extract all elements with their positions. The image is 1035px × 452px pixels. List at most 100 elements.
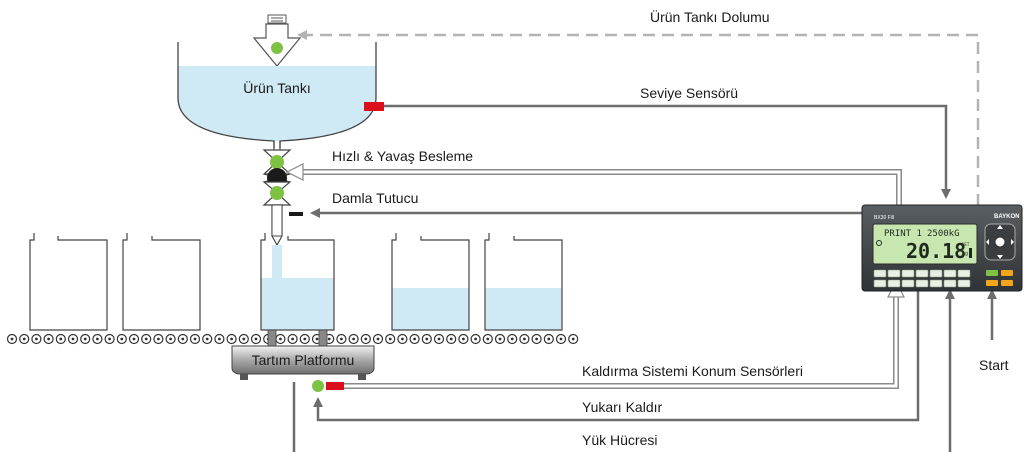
nav-down-icon[interactable] xyxy=(997,255,1003,259)
lcd-power-icon xyxy=(876,240,882,246)
tank-label: Ürün Tankı xyxy=(243,79,310,96)
lift-up-line xyxy=(313,290,920,422)
indicator-key[interactable] xyxy=(943,279,957,288)
conveyor-roller-axle xyxy=(230,337,234,341)
conveyor-roller-axle xyxy=(303,337,307,341)
conveyor-roller-axle xyxy=(132,337,136,341)
conveyor-roller-axle xyxy=(340,337,343,341)
conveyor-roller-axle xyxy=(571,337,575,341)
lift-up-label: Yukarı Kaldır xyxy=(582,399,662,415)
conveyor-roller-axle xyxy=(547,337,551,341)
weighing-platform: Tartım Platformu xyxy=(231,329,375,380)
conveyor-roller-axle xyxy=(352,337,355,341)
nav-up-icon[interactable] xyxy=(997,225,1003,229)
tank-fill-line xyxy=(297,30,980,206)
lcd-line1-left: PRINT 1 xyxy=(884,229,922,239)
nav-right-icon[interactable] xyxy=(1011,239,1014,245)
indicator-orange-key-3[interactable] xyxy=(1001,280,1013,286)
conveyor-roller-axle xyxy=(59,337,63,341)
level-sensor-label: Seviye Sensörü xyxy=(640,85,738,101)
conveyor-roller-axle xyxy=(437,337,441,341)
conveyor-roller-axle xyxy=(83,337,87,341)
product-tank-group: Ürün Tankı xyxy=(177,14,384,148)
conveyor-roller-axle xyxy=(47,337,50,341)
indicator-key[interactable] xyxy=(901,279,915,288)
indicator-key[interactable] xyxy=(957,269,971,278)
lift-sensor-green-icon xyxy=(312,380,324,392)
conveyor-roller-axle xyxy=(144,337,148,341)
nav-left-icon[interactable] xyxy=(986,239,989,245)
container-empty-1 xyxy=(29,233,108,331)
containers xyxy=(29,233,563,331)
container-filling xyxy=(260,233,335,331)
tank-inlet-arrow-icon xyxy=(252,14,302,67)
conveyor-roller-axle xyxy=(157,337,160,341)
lcd-line1-right: 2500kG xyxy=(927,229,960,239)
fast-slow-feed-line xyxy=(285,163,902,207)
conveyor-roller-axle xyxy=(315,337,319,341)
conveyor-roller-axle xyxy=(535,337,538,341)
conveyor-roller-axle xyxy=(22,337,26,341)
lcd-value: 20.18 xyxy=(906,239,966,263)
lift-sensors-label: Kaldırma Sistemi Konum Sensörleri xyxy=(582,363,803,379)
conveyor-roller-axle xyxy=(120,337,124,341)
drip-tray-body xyxy=(271,204,283,237)
conveyor-roller-axle xyxy=(10,337,14,341)
indicator-model: BX30 Fill xyxy=(874,215,894,221)
indicator-keypad[interactable] xyxy=(873,269,971,288)
indicator-key[interactable] xyxy=(873,279,887,288)
indicator-orange-key-1[interactable] xyxy=(1001,270,1013,276)
platform-label: Tartım Platformu xyxy=(252,352,355,368)
drip-catcher-icon xyxy=(289,212,303,216)
roller-conveyor xyxy=(6,333,579,345)
conveyor-roller-axle xyxy=(510,337,514,341)
weighing-indicator: BX30 Fill BAYKON PRINT 1 2500kG 20.18 kg… xyxy=(861,204,1023,292)
conveyor-roller-axle xyxy=(205,337,209,341)
indicator-key[interactable] xyxy=(901,269,915,278)
conveyor-roller-axle xyxy=(218,337,221,341)
indicator-key[interactable] xyxy=(929,279,943,288)
lower-valve-icon xyxy=(270,186,284,200)
fast-feed-valve-icon xyxy=(270,155,284,169)
fast-slow-feed-label: Hızlı & Yavaş Besleme xyxy=(332,148,473,164)
indicator-key[interactable] xyxy=(873,269,887,278)
level-sensor-line xyxy=(384,104,951,199)
conveyor-roller-axle xyxy=(401,337,404,341)
indicator-key[interactable] xyxy=(929,269,943,278)
container-full-2 xyxy=(484,233,563,331)
conveyor-roller-axle xyxy=(474,337,477,341)
container-full-1 xyxy=(391,233,470,331)
indicator-key[interactable] xyxy=(915,269,929,278)
drip-catcher-label: Damla Tutucu xyxy=(332,190,418,206)
conveyor-roller-axle xyxy=(449,337,453,341)
conveyor-roller-axle xyxy=(498,337,502,341)
start-label: Start xyxy=(979,357,1009,373)
indicator-key[interactable] xyxy=(915,279,929,288)
conveyor-roller-axle xyxy=(523,337,526,341)
indicator-navpad[interactable] xyxy=(984,223,1016,261)
indicator-orange-key-2[interactable] xyxy=(986,280,998,286)
conveyor-roller-axle xyxy=(35,337,38,341)
conveyor-roller-axle xyxy=(462,337,465,341)
indicator-brand: BAYKON xyxy=(994,214,1019,220)
lcd-unit: kg xyxy=(962,251,968,257)
conveyor-roller-axle xyxy=(71,337,75,341)
conveyor-roller-axle xyxy=(291,337,294,341)
indicator-key[interactable] xyxy=(887,279,901,288)
conveyor-roller-axle xyxy=(254,337,258,341)
conveyor-roller-axle xyxy=(193,337,197,341)
conveyor-roller-axle xyxy=(108,337,111,341)
conveyor-roller-axle xyxy=(388,337,392,341)
conveyor-roller-axle xyxy=(376,337,380,341)
indicator-green-key[interactable] xyxy=(986,270,998,276)
indicator-key[interactable] xyxy=(887,269,901,278)
lcd-bar-icon xyxy=(969,248,972,258)
tank-liquid xyxy=(178,66,376,141)
conveyor-roller-axle xyxy=(413,337,416,341)
filling-valve-group xyxy=(262,141,303,247)
conveyor-roller-axle xyxy=(559,337,563,341)
indicator-key[interactable] xyxy=(943,269,957,278)
load-cell-line xyxy=(292,292,950,452)
tank-fill-label: Ürün Tankı Dolumu xyxy=(650,8,770,25)
indicator-key[interactable] xyxy=(957,279,971,288)
